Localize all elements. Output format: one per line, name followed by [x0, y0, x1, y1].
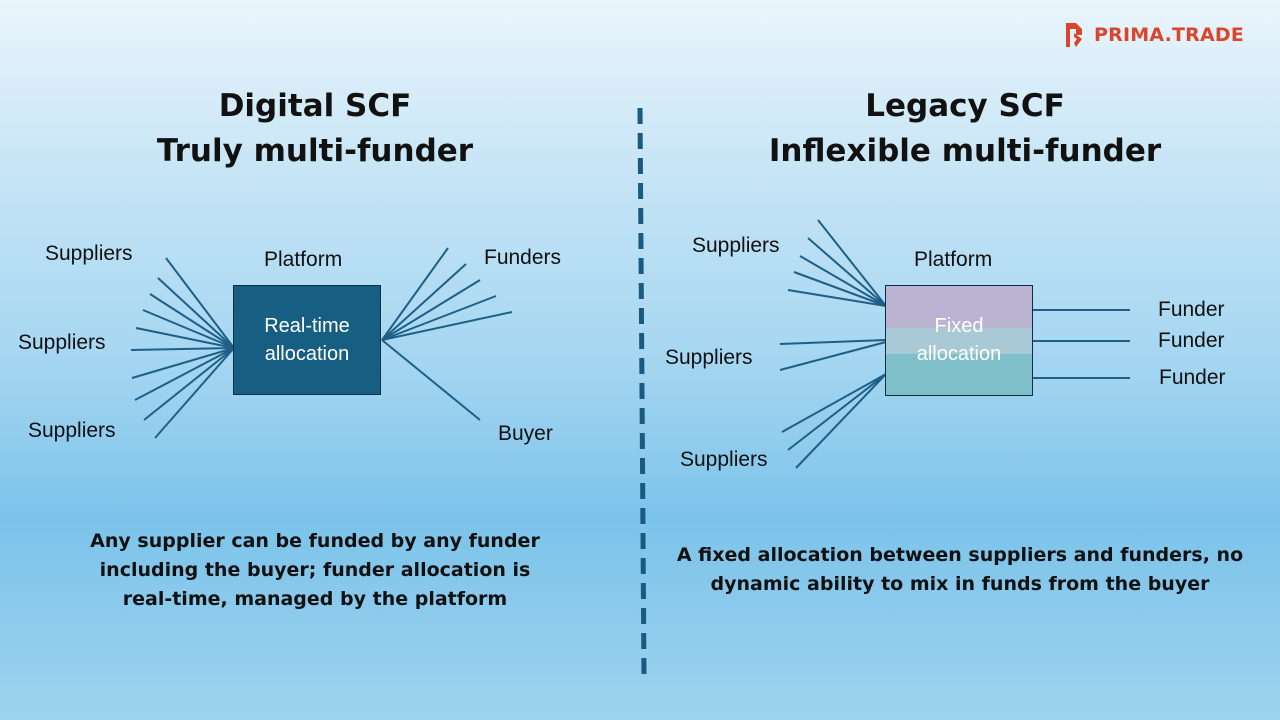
right-suppliers-label-3: Suppliers — [680, 448, 768, 471]
left-title: Digital SCF Truly multi-funder — [120, 84, 510, 174]
left-title-line2: Truly multi-funder — [156, 133, 474, 169]
left-caption-line1: Any supplier can be funded by any funder — [90, 530, 540, 552]
left-suppliers-label-3: Suppliers — [28, 419, 116, 442]
fixed-box-line2: allocation — [916, 343, 1002, 365]
left-funders-label: Funders — [484, 246, 562, 269]
realtime-box-line1: Real-time — [264, 315, 350, 337]
realtime-allocation-box: Real-time allocation — [233, 285, 381, 395]
left-supplier-lines — [130, 257, 235, 439]
brand-name: PRIMA.TRADE — [1094, 24, 1245, 46]
right-caption-line1: A fixed allocation between suppliers and… — [676, 544, 1244, 566]
left-funder-lines — [381, 247, 513, 421]
right-suppliers-label-1: Suppliers — [692, 234, 780, 257]
fixed-box-top-band — [886, 286, 1032, 328]
right-caption: A fixed allocation between suppliers and… — [660, 541, 1260, 599]
fixed-box-bottom-band — [886, 354, 1032, 395]
right-funder-label-1: Funder — [1158, 298, 1225, 321]
left-caption-line2: including the buyer; funder allocation i… — [99, 559, 531, 581]
fixed-allocation-box: Fixed allocation — [885, 285, 1033, 396]
right-funder-lines — [1033, 309, 1130, 379]
right-supplier-lines-middle — [779, 339, 887, 371]
left-caption-line3: real-time, managed by the platform — [122, 588, 508, 610]
right-title: Legacy SCF Inflexible multi-funder — [735, 84, 1195, 174]
left-title-line1: Digital SCF — [218, 88, 412, 124]
right-funder-label-2: Funder — [1158, 329, 1225, 352]
realtime-box-line2: allocation — [264, 343, 350, 365]
prima-trade-logo-icon — [1066, 23, 1082, 47]
right-supplier-lines-bottom — [781, 373, 887, 469]
right-caption-line2: dynamic ability to mix in funds from the… — [710, 573, 1210, 595]
right-platform-label: Platform — [914, 248, 993, 271]
fixed-box-middle-band — [886, 328, 1032, 354]
right-funder-label-3: Funder — [1159, 366, 1226, 389]
right-supplier-lines-top — [787, 219, 887, 307]
prima-trade-logo: PRIMA.TRADE — [1062, 20, 1244, 50]
left-suppliers-label-1: Suppliers — [45, 242, 133, 265]
right-title-line1: Legacy SCF — [865, 88, 1065, 124]
left-platform-label: Platform — [264, 248, 343, 271]
right-suppliers-label-2: Suppliers — [665, 346, 753, 369]
fixed-box-line1: Fixed — [934, 315, 984, 337]
center-divider — [637, 107, 647, 677]
left-suppliers-label-2: Suppliers — [18, 331, 106, 354]
left-caption: Any supplier can be funded by any funder… — [60, 527, 570, 614]
right-title-line2: Inflexible multi-funder — [768, 133, 1162, 169]
left-buyer-label: Buyer — [498, 422, 553, 445]
